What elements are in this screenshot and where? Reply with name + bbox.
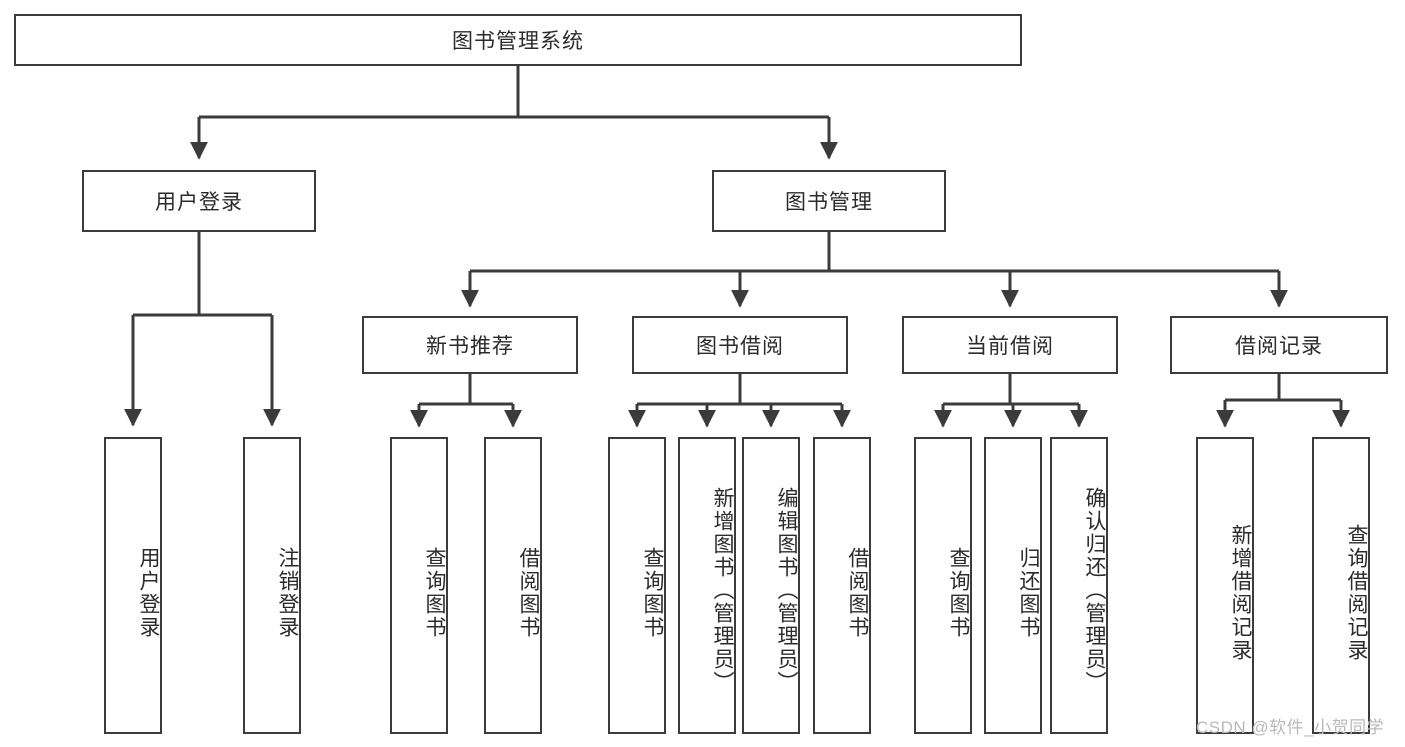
leaf-confirm-return-admin-label: 确认归还（管理员） (1083, 487, 1106, 694)
node-borrow-record-label: 借阅记录 (1235, 335, 1323, 358)
node-root-label: 图书管理系统 (452, 30, 584, 53)
leaf-query-book-recommend-label: 查询图书 (423, 546, 446, 639)
leaf-user-login-label: 用户登录 (137, 546, 160, 639)
leaf-query-book-borrow[interactable]: 查询图书 (608, 437, 666, 734)
leaf-query-borrow-record[interactable]: 查询借阅记录 (1312, 437, 1370, 734)
node-current-borrow[interactable]: 当前借阅 (902, 316, 1118, 374)
leaf-borrow-book[interactable]: 借阅图书 (813, 437, 871, 734)
leaf-query-book-recommend[interactable]: 查询图书 (390, 437, 448, 734)
leaf-return-book[interactable]: 归还图书 (984, 437, 1042, 734)
node-book-borrow[interactable]: 图书借阅 (632, 316, 848, 374)
leaf-query-book-current-label: 查询图书 (947, 546, 970, 639)
node-borrow-record[interactable]: 借阅记录 (1170, 316, 1388, 374)
leaf-logout[interactable]: 注销登录 (243, 437, 301, 734)
leaf-borrow-book-label: 借阅图书 (846, 546, 869, 639)
node-book-management[interactable]: 图书管理 (712, 170, 946, 232)
node-user-login-label: 用户登录 (155, 191, 243, 214)
leaf-edit-book-admin-label: 编辑图书（管理员） (775, 487, 798, 694)
leaf-borrow-book-recommend-label: 借阅图书 (517, 546, 540, 639)
node-root-system[interactable]: 图书管理系统 (14, 14, 1022, 66)
leaf-return-book-label: 归还图书 (1017, 546, 1040, 639)
leaf-borrow-book-recommend[interactable]: 借阅图书 (484, 437, 542, 734)
node-new-book-recommend-label: 新书推荐 (426, 335, 514, 358)
leaf-add-book-admin[interactable]: 新增图书（管理员） (678, 437, 736, 734)
leaf-confirm-return-admin[interactable]: 确认归还（管理员） (1050, 437, 1108, 734)
leaf-user-login[interactable]: 用户登录 (104, 437, 162, 734)
csdn-watermark: CSDN @软件_小贺同学 (1196, 718, 1385, 737)
node-book-borrow-label: 图书借阅 (696, 335, 784, 358)
node-new-book-recommend[interactable]: 新书推荐 (362, 316, 578, 374)
leaf-logout-label: 注销登录 (276, 546, 299, 639)
leaf-query-borrow-record-label: 查询借阅记录 (1345, 523, 1368, 662)
node-book-management-label: 图书管理 (785, 191, 873, 214)
node-current-borrow-label: 当前借阅 (966, 335, 1054, 358)
leaf-add-book-admin-label: 新增图书（管理员） (711, 487, 734, 694)
node-user-login[interactable]: 用户登录 (82, 170, 316, 232)
leaf-add-borrow-record[interactable]: 新增借阅记录 (1196, 437, 1254, 734)
leaf-add-borrow-record-label: 新增借阅记录 (1229, 523, 1252, 662)
leaf-edit-book-admin[interactable]: 编辑图书（管理员） (742, 437, 800, 734)
leaf-query-book-current[interactable]: 查询图书 (914, 437, 972, 734)
leaf-query-book-borrow-label: 查询图书 (641, 546, 664, 639)
